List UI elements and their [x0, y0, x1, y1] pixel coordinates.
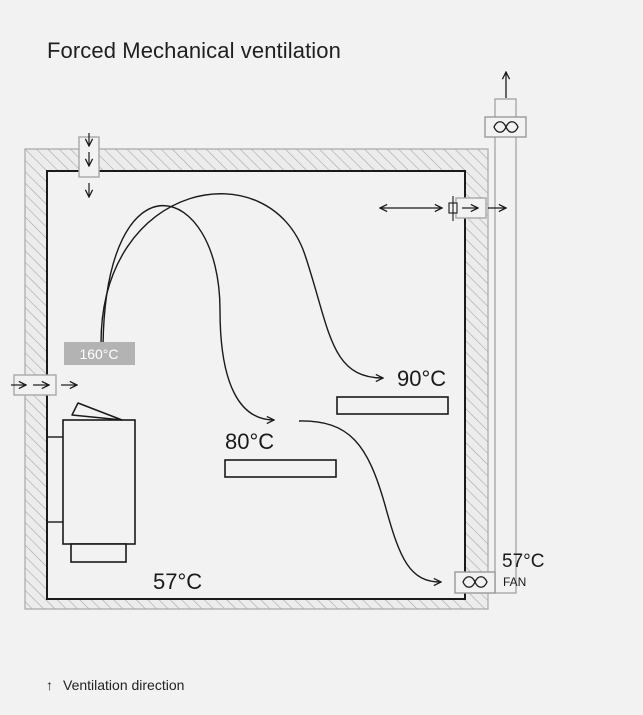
left-inlet-vent [11, 374, 77, 396]
diagram-title: Forced Mechanical ventilation [47, 38, 341, 63]
floor-temp: 57°C [153, 569, 202, 594]
upper-outlet-vent [380, 196, 506, 221]
fan-label: FAN [503, 575, 526, 589]
airflow-to-fan [298, 420, 441, 582]
lower-bench-temp: 80°C [225, 429, 274, 454]
fan-icon [493, 121, 519, 133]
upper-bench-temp: 90°C [397, 366, 446, 391]
airflow-to-lower-bench [102, 204, 274, 420]
lower-bench [224, 459, 337, 478]
arrow-up-icon: ↑ [46, 677, 53, 693]
heater-temp-text: 160°C [79, 346, 118, 362]
exhaust-duct [484, 72, 527, 594]
sauna-heater [47, 402, 136, 563]
ceiling-inlet-vent [78, 133, 100, 197]
upper-bench [336, 396, 449, 415]
airflow-paths [100, 193, 441, 582]
fan-icon [462, 576, 488, 588]
heater-temp-label: 160°C [64, 342, 135, 365]
legend-text: Ventilation direction [63, 677, 185, 693]
legend: ↑ Ventilation direction [46, 677, 184, 693]
fan-temp: 57°C [502, 551, 544, 572]
lower-fan-vent [454, 571, 496, 594]
airflow-to-upper-bench [100, 193, 383, 378]
